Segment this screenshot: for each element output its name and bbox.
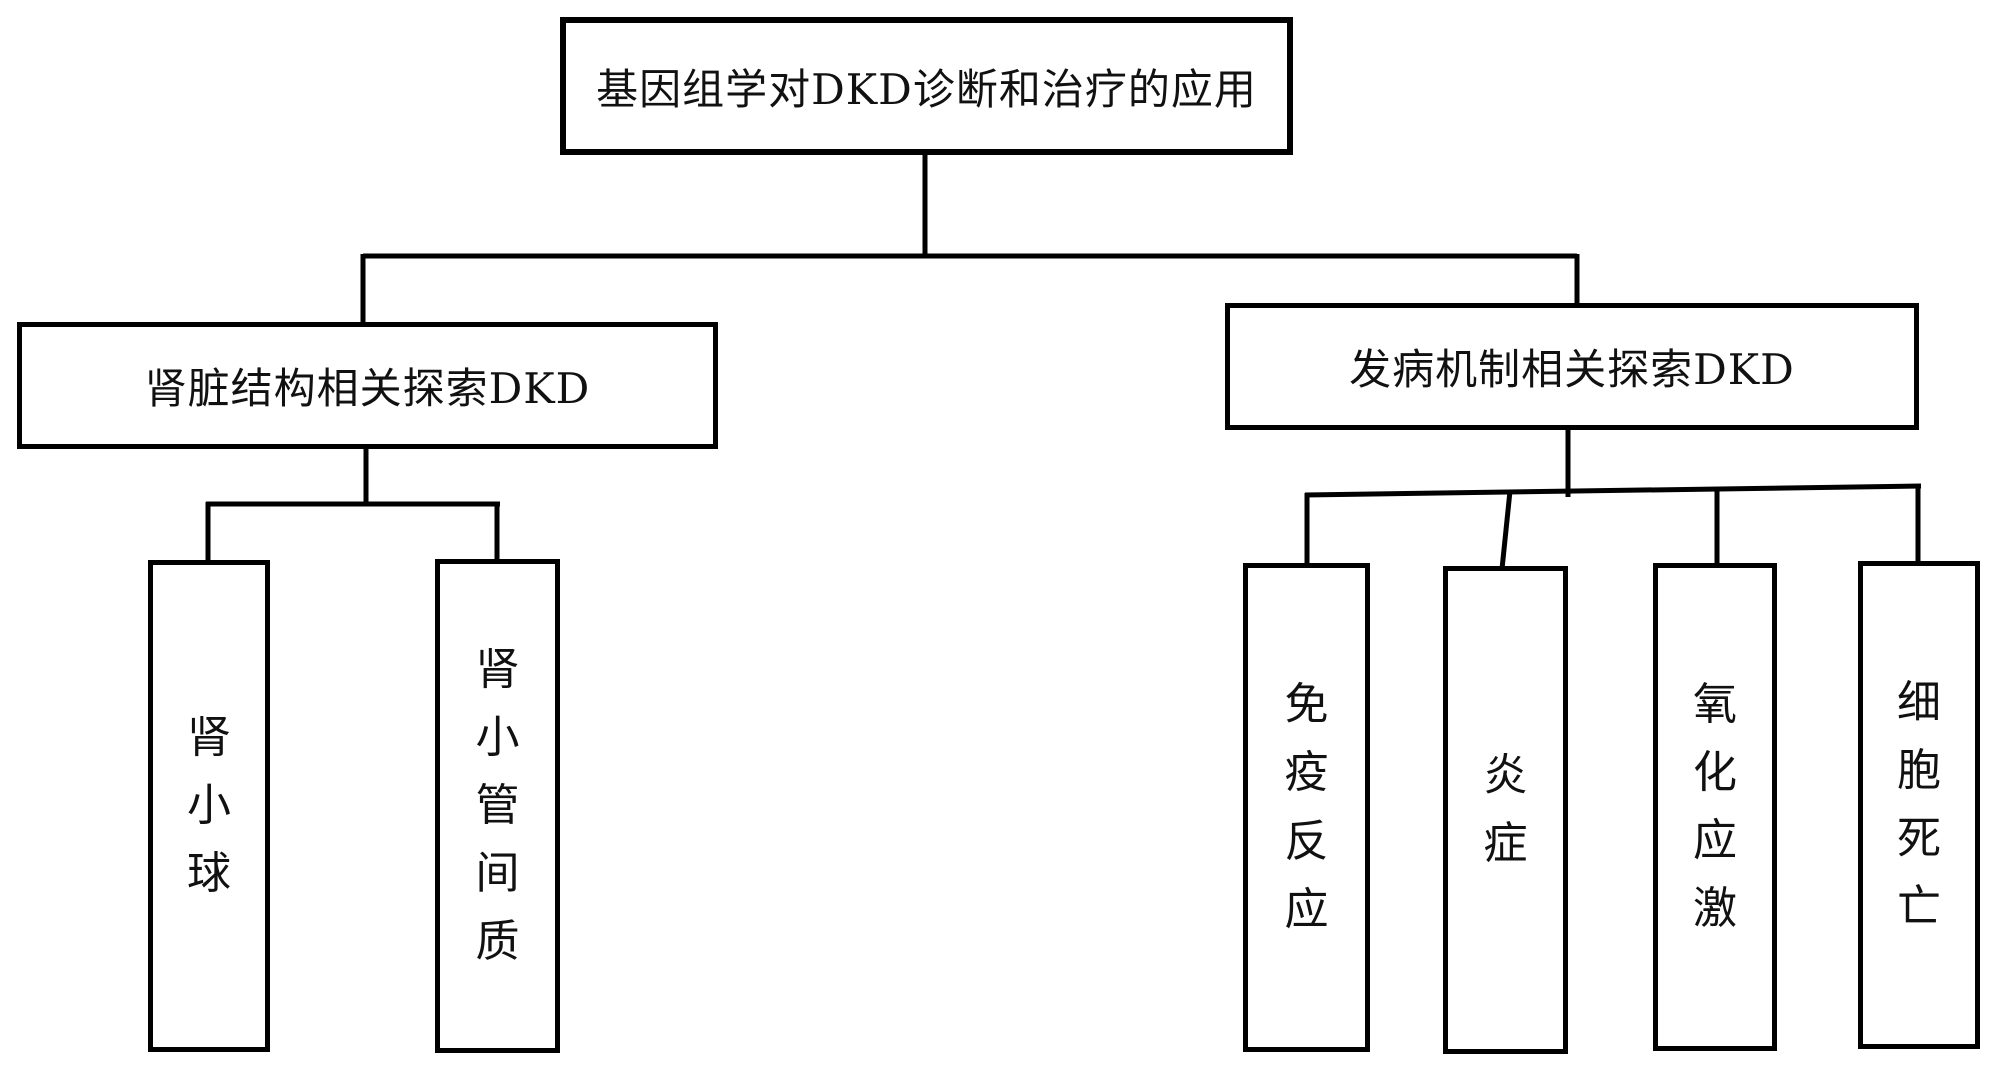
branch-pathogenesis-label: 发病机制相关探索DKD [1349, 345, 1795, 394]
leaf-tubulointerstitium-label: 肾 小 管 间 质 [475, 643, 520, 968]
leaf-tubulointerstitium-box: 肾 小 管 间 质 [435, 559, 560, 1053]
leaf-cell-death-label: 细 胞 死 亡 [1897, 676, 1941, 933]
leaf-inflammation-box: 炎 症 [1443, 566, 1568, 1054]
leaf-glomerulus-box: 肾 小 球 [148, 560, 270, 1052]
branch-kidney-structure-label: 肾脏结构相关探索DKD [144, 364, 591, 413]
leaf-immune-response-label: 免 疫 反 应 [1284, 679, 1329, 935]
branch-kidney-structure-box: 肾脏结构相关探索DKD [17, 322, 718, 449]
connector-right-horizontal [1304, 483, 1922, 498]
connector-drop-inflammation [1499, 490, 1513, 570]
root-box: 基因组学对DKD诊断和治疗的应用 [560, 17, 1293, 155]
leaf-immune-response-box: 免 疫 反 应 [1243, 563, 1370, 1052]
leaf-glomerulus-label: 肾 小 球 [187, 711, 231, 900]
root-box-label: 基因组学对DKD诊断和治疗的应用 [596, 64, 1257, 114]
leaf-oxidative-stress-box: 氧 化 应 激 [1653, 563, 1777, 1051]
leaf-inflammation-label: 炎 症 [1483, 749, 1528, 869]
leaf-oxidative-stress-label: 氧 化 应 激 [1693, 678, 1737, 935]
leaf-cell-death-box: 细 胞 死 亡 [1858, 561, 1980, 1049]
branch-pathogenesis-box: 发病机制相关探索DKD [1225, 303, 1919, 430]
